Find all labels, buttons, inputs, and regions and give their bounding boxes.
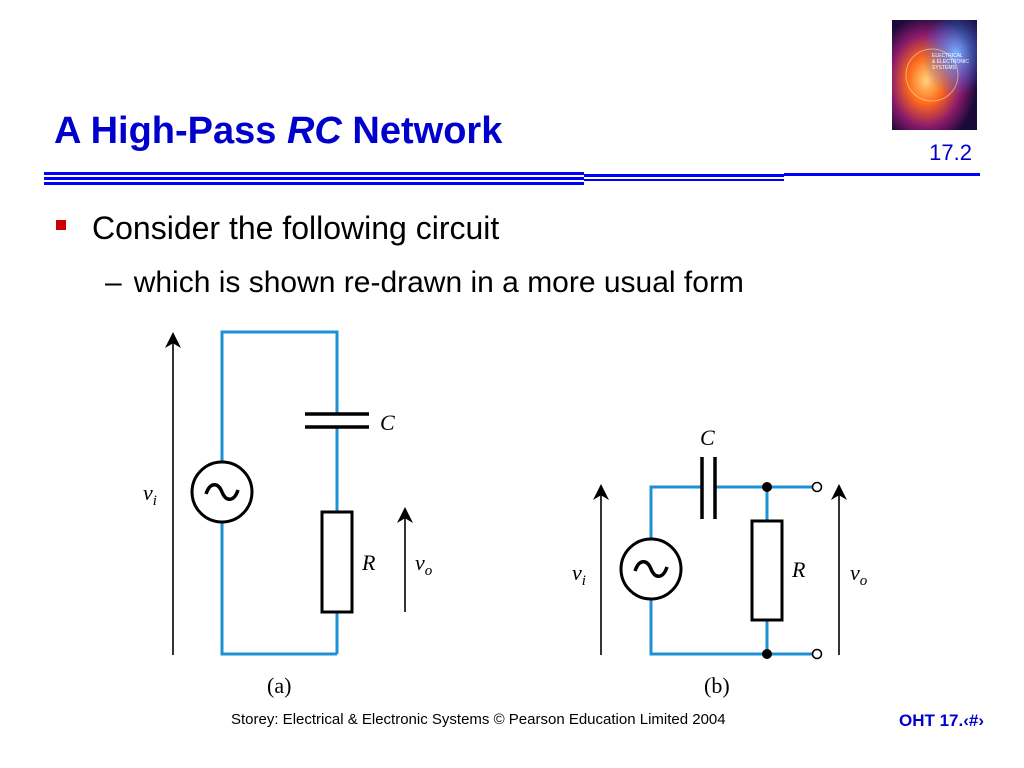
footer-credit: Storey: Electrical & Electronic Systems … xyxy=(231,711,726,728)
caption-a: (a) xyxy=(267,673,291,698)
ac-source-icon-b xyxy=(619,537,683,601)
input-label-b: vi xyxy=(572,560,586,589)
input-label-a: vi xyxy=(143,480,157,509)
capacitor-a xyxy=(305,412,369,429)
resistor-label-a: R xyxy=(361,550,376,575)
capacitor-label-a: C xyxy=(380,410,395,435)
capacitor-label-b: C xyxy=(700,425,715,450)
book-cover-image: ELECTRICAL & ELECTRONIC SYSTEMS xyxy=(892,20,977,130)
circuit-diagrams: C R vi vo (a) xyxy=(143,330,868,698)
title-suffix: Network xyxy=(341,110,503,152)
junction-dot-top xyxy=(762,482,772,492)
resistor-a xyxy=(320,510,354,614)
bullet-2-text: which is shown re-drawn in a more usual … xyxy=(133,266,744,299)
output-label-b: vo xyxy=(850,560,868,589)
caption-b: (b) xyxy=(704,673,730,698)
bullet-item-1: Consider the following circuit xyxy=(56,210,499,247)
circuit-b: C R vi vo (b) xyxy=(572,425,868,698)
slide-title: A High-Pass RC Network xyxy=(54,110,502,153)
title-divider xyxy=(44,172,980,185)
cover-line-3: SYSTEMS xyxy=(932,65,957,71)
bullet-1-text: Consider the following circuit xyxy=(92,210,500,246)
wires-b xyxy=(649,485,812,656)
capacitor-b xyxy=(700,457,717,519)
title-prefix: A High-Pass xyxy=(54,110,287,152)
resistor-b xyxy=(750,519,784,622)
title-emphasis: RC xyxy=(286,110,342,152)
cover-line-1: ELECTRICAL xyxy=(932,53,963,59)
footer-page-ref: OHT 17.‹#› xyxy=(898,711,984,730)
output-terminal-bottom xyxy=(811,648,823,660)
ac-source-icon-a xyxy=(190,460,254,524)
output-terminal-top xyxy=(811,481,823,493)
slide-footer: Storey: Electrical & Electronic Systems … xyxy=(0,711,1024,735)
square-bullet-icon xyxy=(56,219,66,230)
resistor-label-b: R xyxy=(791,557,806,582)
junction-dot-bottom xyxy=(762,649,772,659)
wires-a xyxy=(220,330,339,656)
cover-line-2: & ELECTRONIC xyxy=(932,59,969,65)
output-label-a: vo xyxy=(415,550,433,579)
slide-number: 17.2 xyxy=(929,140,972,165)
bullet-2-dash: – xyxy=(105,266,122,299)
bullet-item-2: –which is shown re-drawn in a more usual… xyxy=(105,266,744,300)
circuit-a: C R vi vo (a) xyxy=(143,330,433,698)
